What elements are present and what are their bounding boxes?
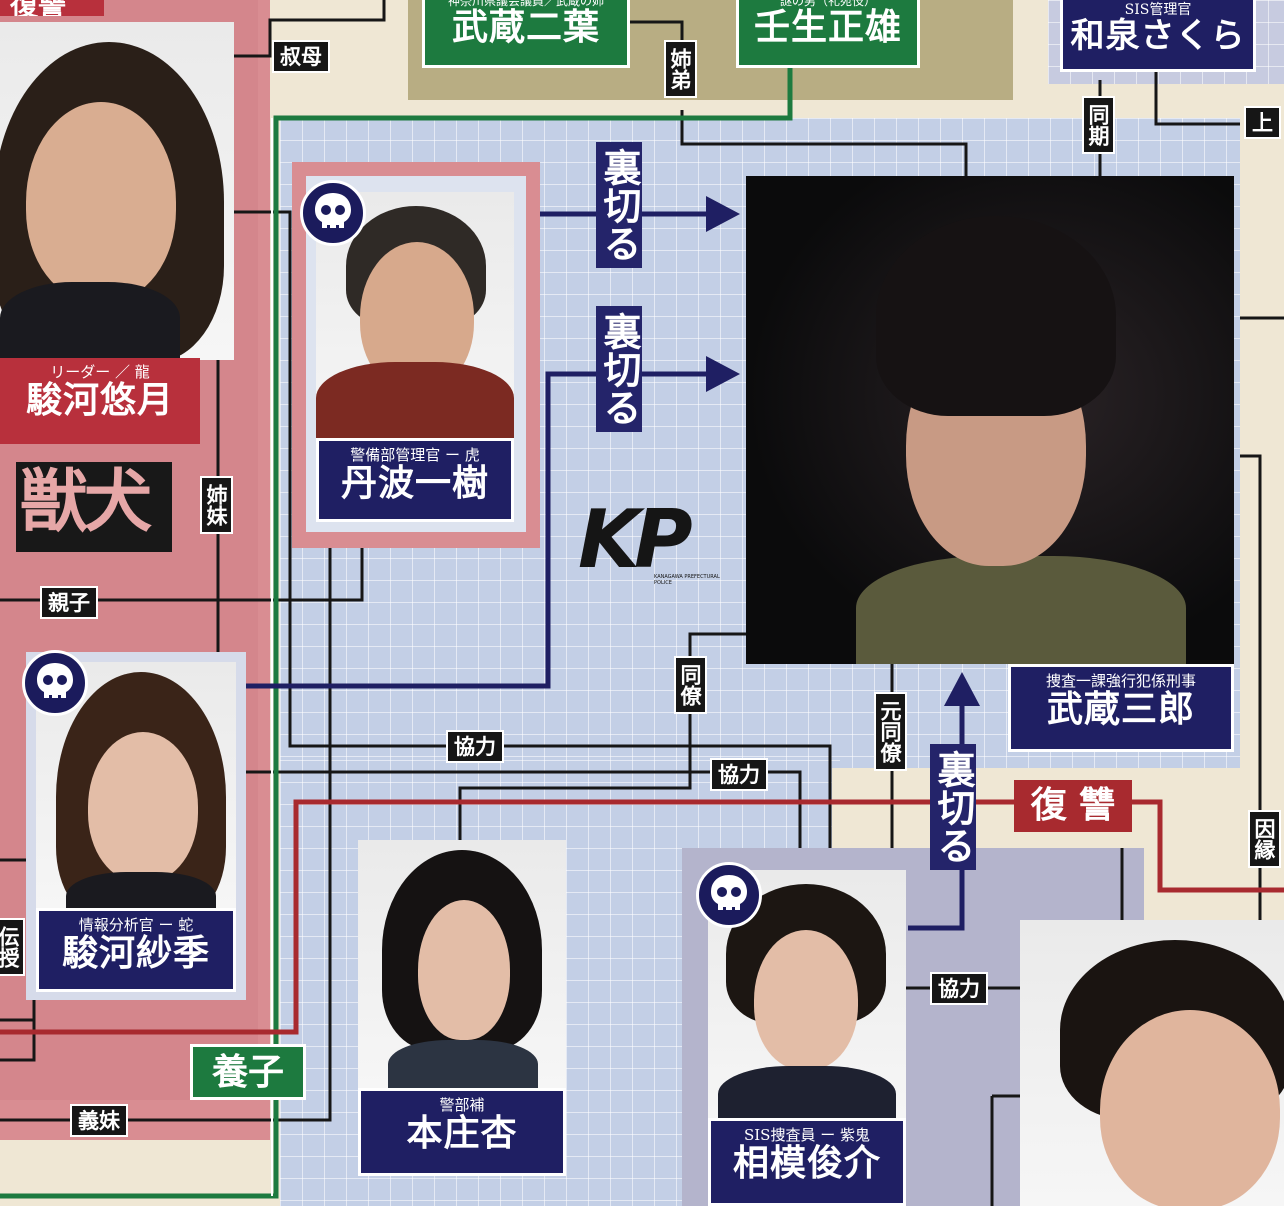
beige-bottom-left (0, 1140, 280, 1206)
kp-logo-text: KP (578, 493, 693, 586)
relation-betray-1: 裏切る (596, 142, 642, 268)
turtleneck-shape (66, 872, 216, 912)
namecard-sagami: SIS捜査員 ー 紫鬼 相模俊介 (708, 1118, 906, 1206)
namecard-mibu: 謎の男（礼宛伎） 壬生正雄 (736, 0, 920, 68)
role-text: 謎の男（礼宛伎） (779, 0, 876, 8)
face-shape (88, 732, 198, 882)
portrait-musashisaburo[interactable] (746, 176, 1234, 664)
name-text: 武蔵三郎 (1046, 687, 1195, 730)
kp-logo-subtext: KANAGAWA PREFECTURAL POLICE (654, 574, 720, 586)
portrait-surugayuzuki[interactable] (0, 22, 234, 360)
role-text: SIS管理官 (1124, 2, 1192, 18)
turtleneck-shape (0, 282, 180, 360)
relation-shimai: 姉妹 (200, 476, 233, 534)
top-left-revenge-label: 復讐 (0, 0, 104, 16)
relation-kyoryoku-1: 協力 (446, 730, 504, 763)
skull-icon (696, 862, 762, 928)
role-text: 警部補 (439, 1096, 485, 1114)
name-text: 本庄杏 (406, 1111, 518, 1154)
role-text: リーダー ／ 龍 (50, 363, 150, 381)
revenge-text: 復讐 (10, 0, 66, 16)
beige-right-edge (1240, 100, 1284, 880)
skull-icon (22, 650, 88, 716)
role-text: 警備部管理官 ー 虎 (350, 446, 480, 464)
portrait-honjo[interactable] (358, 840, 566, 1090)
relation-douryou: 同僚 (674, 656, 707, 714)
skull-icon-glyph (37, 663, 73, 700)
namecard-musashifutaba: 神奈川県議会議員／武蔵の姉 武蔵二葉 (422, 0, 630, 68)
relation-kyoryoku-2: 協力 (710, 758, 768, 791)
relation-shitei: 姉弟 (664, 40, 697, 98)
role-text: 神奈川県議会議員／武蔵の姉 (447, 0, 604, 8)
relation-oyako: 親子 (40, 586, 98, 619)
sweater-shape (388, 1040, 538, 1090)
jacket-shape (316, 362, 514, 442)
role-text: 情報分析官 ー 蛇 (78, 916, 194, 934)
relation-gimai: 義妹 (70, 1104, 128, 1137)
name-text: 和泉さくら (1070, 16, 1246, 57)
portrait-unknown-bottom-right[interactable] (1020, 920, 1284, 1206)
relation-motodouryou: 元同僚 (874, 692, 907, 771)
relation-ue: 上 (1244, 106, 1281, 139)
namecard-musashisaburo: 捜査一課強行犯係刑事 武蔵三郎 (1008, 664, 1234, 752)
skull-icon-glyph (315, 193, 351, 230)
role-text: 捜査一課強行犯係刑事 (1045, 672, 1196, 690)
namecard-honjo: 警部補 本庄杏 (358, 1088, 566, 1176)
face-shape (418, 900, 510, 1040)
namecard-surugayuzuki: リーダー ／ 龍 駿河悠月 (0, 358, 200, 444)
relation-douki: 同期 (1082, 96, 1115, 154)
name-text: 丹波一樹 (340, 461, 489, 504)
name-text: 武蔵二葉 (451, 6, 600, 49)
relation-betray-2: 裏切る (596, 306, 642, 432)
namecard-surugasaki: 情報分析官 ー 蛇 駿河紗季 (36, 908, 236, 992)
hair-shape (876, 216, 1116, 416)
suit-shape (718, 1066, 896, 1120)
relation-betray-3: 裏切る (930, 744, 976, 870)
beast-logo: 獣犬 (16, 462, 172, 552)
face-shape (754, 930, 858, 1070)
role-text: SIS捜査員 ー 紫鬼 (743, 1126, 870, 1144)
name-text: 壬生正雄 (753, 6, 902, 49)
relation-kyoryoku-3: 協力 (930, 972, 988, 1005)
kp-logo: KP KANAGAWA PREFECTURAL POLICE (578, 500, 728, 596)
name-text: 駿河紗季 (61, 931, 210, 974)
skull-icon (300, 180, 366, 246)
name-text: 駿河悠月 (25, 378, 174, 421)
face-shape (1100, 1010, 1280, 1206)
relation-innen: 因縁 (1248, 810, 1281, 868)
namecard-izumi: SIS管理官 和泉さくら (1060, 0, 1256, 72)
name-text: 相模俊介 (732, 1141, 881, 1184)
face-shape (26, 102, 176, 302)
jacket-shape (856, 556, 1186, 664)
namecard-tanba: 警備部管理官 ー 虎 丹波一樹 (316, 438, 514, 522)
relation-revenge: 復 讐 (1014, 780, 1132, 832)
beast-logo-text: 獣犬 (20, 462, 152, 542)
skull-icon-glyph (711, 875, 747, 912)
relation-adoption: 養子 (190, 1044, 306, 1100)
relation-left-edge: 伝授 (0, 918, 25, 976)
relation-oba: 叔母 (272, 40, 330, 73)
